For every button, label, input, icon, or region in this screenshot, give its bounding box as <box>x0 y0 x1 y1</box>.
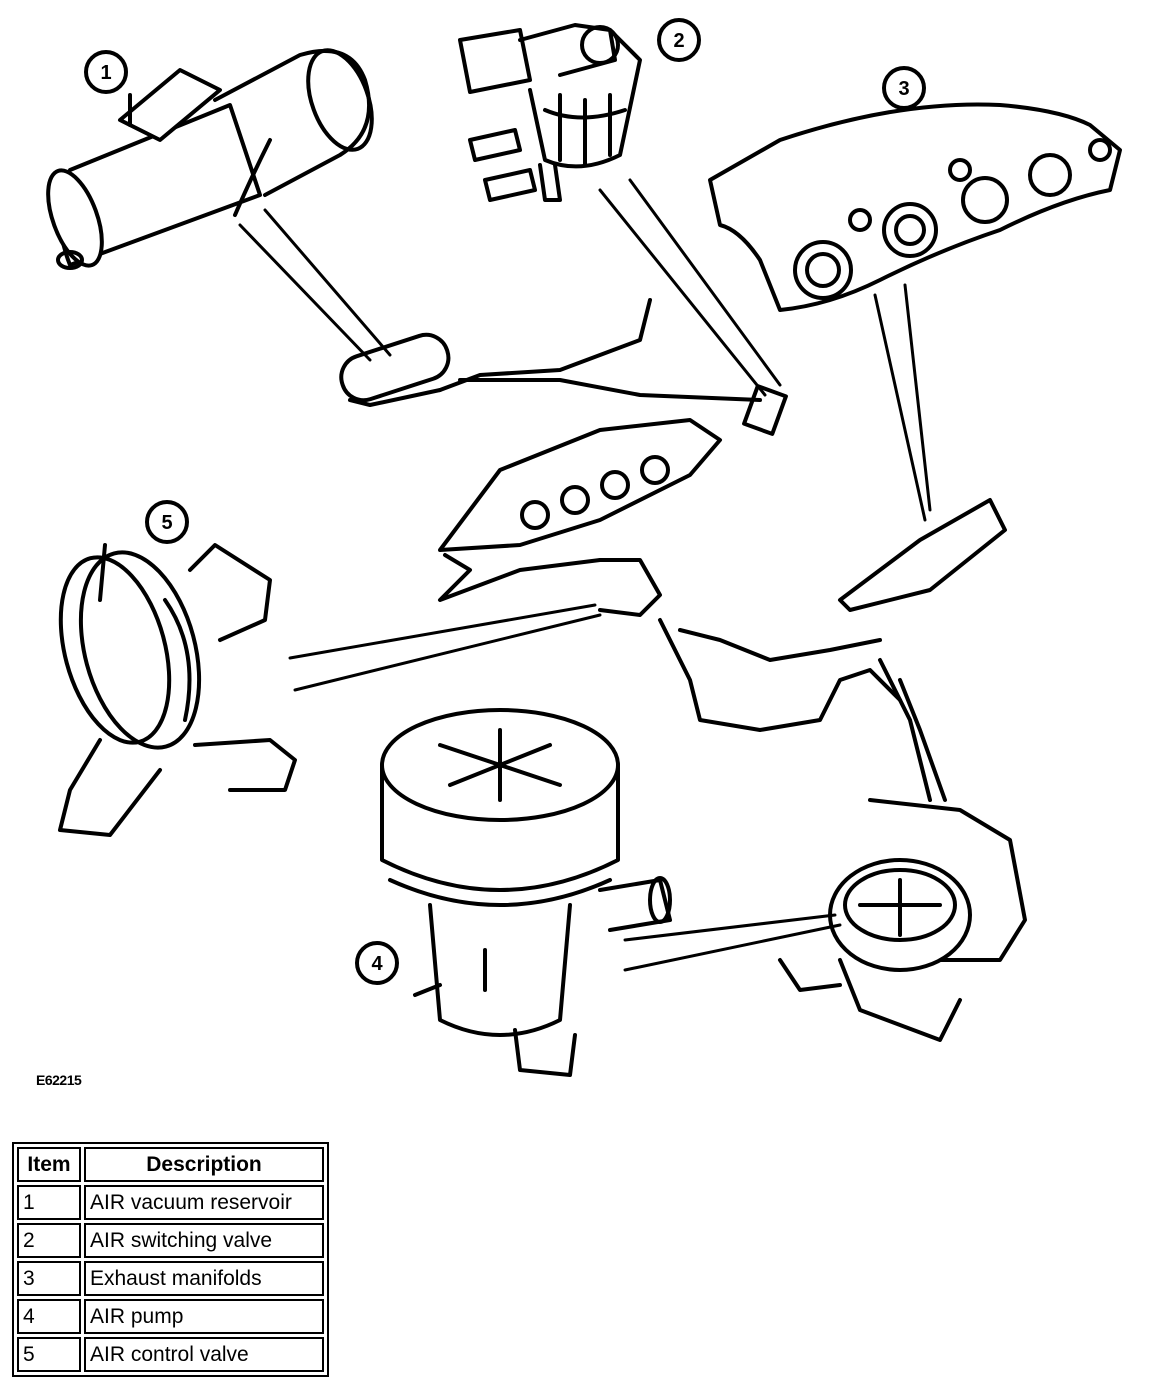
callout-1: 1 <box>84 50 128 94</box>
legend-table: Item Description 1 AIR vacuum reservoir … <box>12 1142 329 1377</box>
pump-in-situ-drawing <box>778 798 1027 1042</box>
legend-item-number: 4 <box>17 1299 81 1334</box>
legend-row: 5 AIR control valve <box>17 1337 324 1372</box>
air-pump-drawing <box>380 708 672 1077</box>
svg-text:1: 1 <box>100 62 111 84</box>
leader-lines <box>238 178 932 972</box>
callout-5: 5 <box>145 500 189 544</box>
legend-row: 4 AIR pump <box>17 1299 324 1334</box>
control-valve-drawing <box>58 543 297 837</box>
legend-item-number: 3 <box>17 1261 81 1296</box>
callout-2: 2 <box>657 18 701 62</box>
legend-item-description: AIR pump <box>84 1299 324 1334</box>
callout-3: 3 <box>882 66 926 110</box>
figure-id: E62215 <box>36 1072 82 1088</box>
legend-header-description: Description <box>84 1147 324 1182</box>
legend-item-description: Exhaust manifolds <box>84 1261 324 1296</box>
switching-valve-drawing <box>458 23 642 202</box>
legend-item-description: AIR control valve <box>84 1337 324 1372</box>
engine-assembly-drawing <box>339 298 1007 802</box>
legend-item-number: 1 <box>17 1185 81 1220</box>
exhaust-manifold-drawing <box>708 102 1122 312</box>
legend-item-number: 2 <box>17 1223 81 1258</box>
legend-row: 2 AIR switching valve <box>17 1223 324 1258</box>
legend-row: 1 AIR vacuum reservoir <box>17 1185 324 1220</box>
callout-4: 4 <box>355 941 399 985</box>
svg-text:3: 3 <box>898 78 909 100</box>
legend-item-description: AIR switching valve <box>84 1223 324 1258</box>
legend-header-row: Item Description <box>17 1147 324 1182</box>
legend-header-item: Item <box>17 1147 81 1182</box>
svg-text:5: 5 <box>161 512 172 534</box>
legend-row: 3 Exhaust manifolds <box>17 1261 324 1296</box>
vacuum-reservoir-drawing <box>46 48 374 270</box>
legend-item-description: AIR vacuum reservoir <box>84 1185 324 1220</box>
legend-item-number: 5 <box>17 1337 81 1372</box>
svg-text:4: 4 <box>371 953 383 975</box>
svg-text:2: 2 <box>673 30 684 52</box>
air-system-diagram: 1 2 3 4 5 <box>46 18 1122 1077</box>
